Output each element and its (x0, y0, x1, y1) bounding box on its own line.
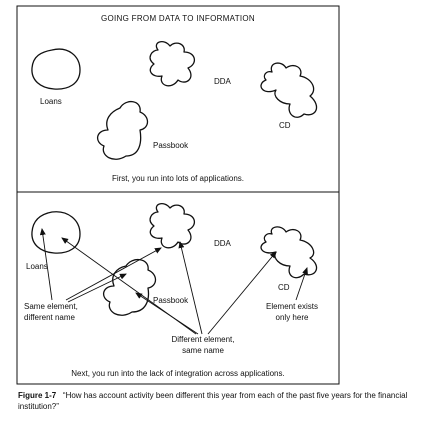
passbook-label: Passbook (153, 296, 189, 305)
arrow-same-to-loans (39, 228, 53, 301)
cd-shape (260, 226, 318, 279)
arrow-different-to-dda (178, 241, 203, 335)
cd-shape (260, 62, 318, 118)
passbook-label: Passbook (153, 141, 189, 150)
arrow-exists-to-cd (295, 267, 308, 301)
arrow-different-to-cd (207, 251, 277, 335)
passbook-shape (97, 101, 149, 160)
loans-shape (31, 211, 81, 254)
passbook-shape (103, 259, 157, 316)
bottom-panel: Loans DDA CD Passbook Same element, diff… (16, 191, 340, 385)
element-exists-annotation-line2: only here (276, 313, 309, 322)
caption-text: “How has account activity been different… (18, 391, 408, 411)
arrow-same-to-passbook (67, 273, 127, 303)
different-element-annotation-line2: same name (182, 346, 224, 355)
arrow-same-to-dda (65, 247, 162, 301)
bottom-panel-footer: Next, you run into the lack of integrati… (71, 369, 284, 378)
different-element-annotation-line1: Different element, (172, 335, 235, 344)
cd-label: CD (278, 283, 290, 292)
loans-shape (31, 48, 81, 90)
element-exists-annotation-line1: Element exists (266, 302, 318, 311)
top-panel-footer: First, you run into lots of applications… (112, 174, 244, 183)
cd-label: CD (279, 121, 291, 130)
bottom-panel-border (16, 191, 340, 385)
same-element-annotation-line1: Same element, (24, 302, 78, 311)
arrow-different-to-passbook (135, 292, 199, 335)
dda-label: DDA (214, 239, 232, 248)
same-element-annotation-line2: different name (24, 313, 76, 322)
top-panel-border (16, 5, 340, 193)
top-panel-title: GOING FROM DATA TO INFORMATION (101, 14, 255, 23)
loans-label: Loans (40, 97, 62, 106)
loans-label: Loans (26, 262, 48, 271)
top-panel: GOING FROM DATA TO INFORMATION Loans DDA… (16, 5, 340, 193)
dda-label: DDA (214, 77, 232, 86)
dda-shape (149, 202, 195, 249)
figure-number: Figure 1-7 (18, 391, 57, 400)
dda-shape (149, 40, 195, 87)
figure-caption: Figure 1-7 “How has account activity bee… (18, 390, 422, 412)
figure-diagram: GOING FROM DATA TO INFORMATION Loans DDA… (16, 5, 340, 385)
